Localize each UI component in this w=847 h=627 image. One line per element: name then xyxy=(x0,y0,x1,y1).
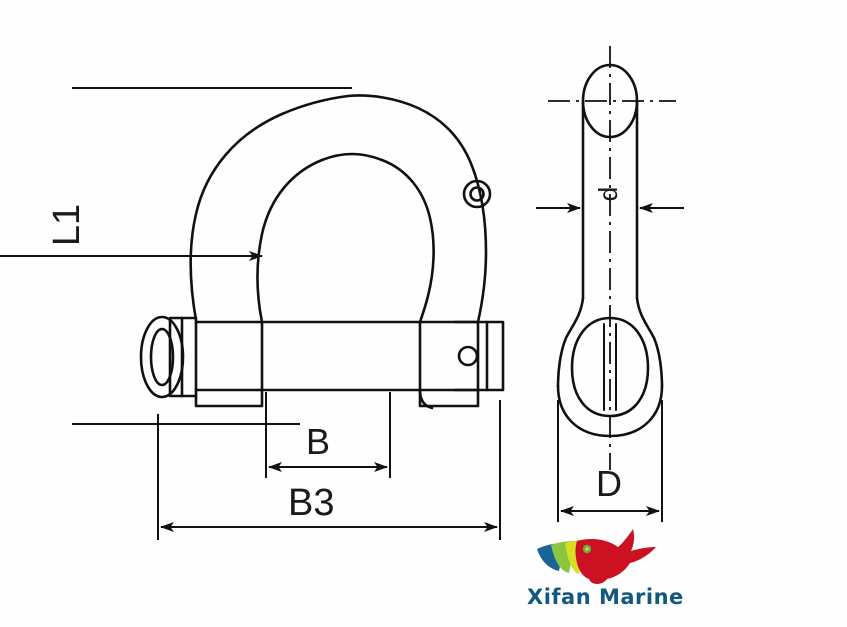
shoulder-ring-outer xyxy=(462,179,492,209)
front-view-group xyxy=(139,94,505,410)
dimension-label-B: B xyxy=(306,421,331,462)
bow-right-eye-outline xyxy=(418,320,480,408)
dimension-label-D: D xyxy=(596,463,622,504)
pin-threaded-end-block xyxy=(453,320,505,392)
dimension-label-d: d xyxy=(593,186,624,202)
logo-whale-body xyxy=(575,529,656,584)
whale-logo-icon xyxy=(537,529,656,584)
brand-logo: Xifan Marine xyxy=(527,527,727,622)
side-view-centerlines xyxy=(548,46,676,470)
dimension-label-L1: L1 xyxy=(46,203,89,247)
dimension-label-B3: B3 xyxy=(288,482,335,524)
shoulder-ring-inner xyxy=(469,186,485,202)
pin-cotter-hole xyxy=(457,345,479,367)
dimension-B3 xyxy=(157,400,501,540)
pin-head-slot-inner xyxy=(149,327,175,387)
side-body-left-flare xyxy=(556,296,585,388)
dimension-L1 xyxy=(0,87,352,425)
brand-name-text: Xifan Marine xyxy=(527,585,684,609)
dimension-d xyxy=(536,176,684,236)
logo-whale-pupil xyxy=(585,547,589,551)
dimension-B xyxy=(265,392,391,478)
bow-inner-contour xyxy=(256,152,435,324)
pin-head-slot-outer xyxy=(139,315,185,399)
bow-left-eye-outline xyxy=(194,318,264,408)
side-bow-eye-outline xyxy=(570,316,650,418)
bow-outer-contour xyxy=(189,94,488,324)
side-body-right-flare xyxy=(635,296,664,388)
bow-right-limb-lower xyxy=(418,388,434,410)
dimension-D xyxy=(557,400,663,522)
